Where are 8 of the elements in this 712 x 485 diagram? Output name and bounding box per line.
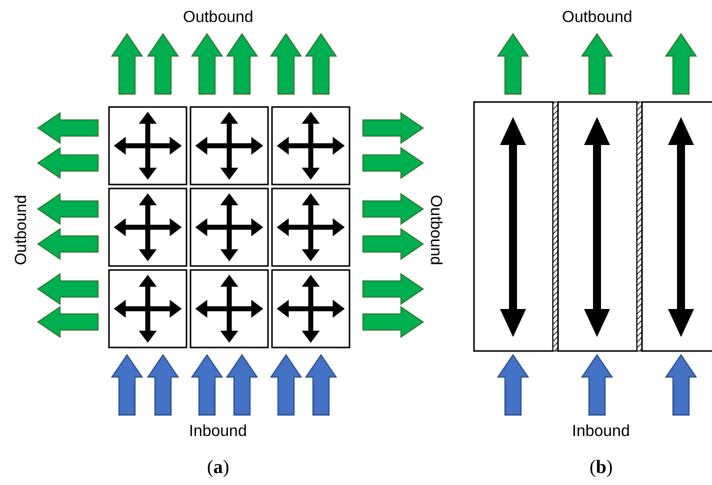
direction-label: Outbound [562, 9, 632, 27]
direction-label: Outbound [183, 9, 254, 27]
direction-label: Outbound [13, 194, 32, 266]
direction-label: Outbound [426, 194, 444, 266]
panel-label: (a) [207, 457, 230, 479]
direction-label: Inbound [572, 423, 630, 441]
panel-label: (b) [590, 457, 613, 479]
direction-label: Inbound [189, 423, 247, 441]
